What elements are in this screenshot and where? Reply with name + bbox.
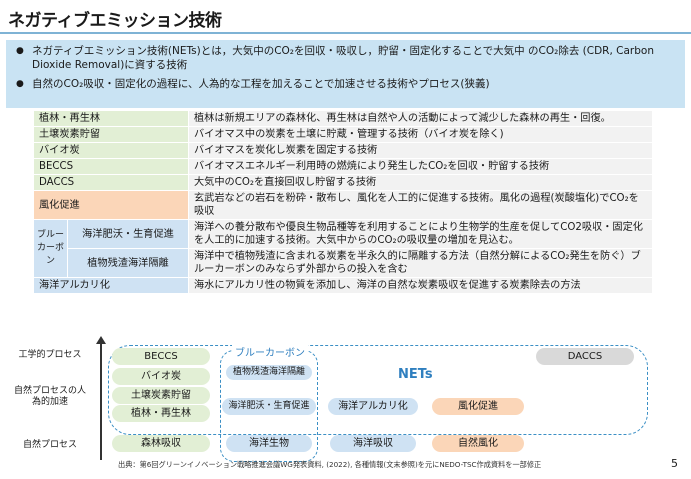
intro-bullet-narrow-sense: 自然のCO₂吸収・固定化の過程に、人為的な工程を加えることで加速させる技術やプロ… [16,77,677,91]
pill-biochar: バイオ炭 [112,368,210,385]
desc-cell: 海洋中で植物残渣に含まれる炭素を半永久的に隔離する方法（自然分解によるCO₂発生… [188,248,653,278]
pill-ocean-fertilization: 海洋肥沃・生育促進 [222,398,316,415]
pill-afforestation: 植林・再生林 [112,405,210,422]
nets-label: NETs [398,367,433,382]
title-divider [0,32,691,34]
table-row: ブルーカーボン 海洋肥沃・生育促進 海洋への養分散布や優良生物品種等を利用するこ… [33,219,653,278]
desc-cell: バイオマス中の炭素を土壌に貯蔵・管理する技術（バイオ炭を除く) [188,126,653,143]
table-row: 植林・再生林 植林は新規エリアの森林化、再生林は自然や人の活動によって減少した森… [33,110,653,127]
nets-definition-table: 植林・再生林 植林は新規エリアの森林化、再生林は自然や人の活動によって減少した森… [33,110,653,294]
term-cell: 植物残渣海洋隔離 [67,248,189,278]
term-cell: 海洋アルカリ化 [33,277,189,294]
source-citation: 出典：第6回グリーンイノベーション戦略推進会議WG発表資料, (2022), 各… [118,460,542,469]
pill-marine-life: 海洋生物 [226,435,312,452]
pill-enhanced-weathering: 風化促進 [432,398,524,415]
table-row: 風化促進 玄武岩などの岩石を粉砕・散布し、風化を人工的に促進する技術。風化の過程… [33,190,653,220]
table-row: 土壌炭素貯留 バイオマス中の炭素を土壌に貯蔵・管理する技術（バイオ炭を除く) [33,126,653,143]
pill-ocean-absorption: 海洋吸収 [330,435,416,452]
table-row: 植物残渣海洋隔離 海洋中で植物残渣に含まれる炭素を半永久的に隔離する方法（自然分… [34,248,653,278]
desc-cell: 大気中のCO₂を直接回収し貯留する技術 [188,174,653,191]
pill-ocean-alkalinization: 海洋アルカリ化 [328,398,418,415]
desc-cell: 植林は新規エリアの森林化、再生林は自然や人の活動によって減少した森林の再生・回復… [188,110,653,127]
level-label-accelerated: 自然プロセスの人為的加速 [13,386,86,407]
desc-cell: バイオマスを炭化し炭素を固定する技術 [188,142,653,159]
process-axis-arrow [96,336,106,460]
level-label-engineering: 工学的プロセス [18,350,82,360]
term-cell: DACCS [33,174,189,191]
term-cell: 土壌炭素貯留 [33,126,189,143]
desc-cell: 海洋への養分散布や優良生物品種等を利用することにより生物学的生産を促してCO2吸… [188,219,653,249]
term-cell: 植林・再生林 [33,110,189,127]
term-cell: BECCS [33,158,189,175]
desc-cell: バイオマスエネルギー利用時の燃焼により発生したCO₂を回収・貯留する技術 [188,158,653,175]
pill-forest-absorption: 森林吸収 [112,435,210,452]
table-row: 海洋アルカリ化 海水にアルカリ性の物質を添加し、海洋の自然な炭素吸収を促進する炭… [33,277,653,294]
pill-daccs: DACCS [536,348,634,365]
level-label-natural: 自然プロセス [22,440,77,450]
table-row: バイオ炭 バイオマスを炭化し炭素を固定する技術 [33,142,653,159]
pill-beccs: BECCS [112,348,210,365]
table-row: DACCS 大気中のCO₂を直接回収し貯留する技術 [33,174,653,191]
blue-carbon-group-label: ブルーカーボン [33,219,68,278]
table-row: BECCS バイオマスエネルギー利用時の燃焼により発生したCO₂を回収・貯留する… [33,158,653,175]
nets-boundary [108,345,648,435]
term-cell: 風化促進 [33,190,189,220]
term-cell: 海洋肥沃・生育促進 [67,219,189,249]
desc-cell: 海水にアルカリ性の物質を添加し、海洋の自然な炭素吸収を促進する炭素除去の方法 [188,277,653,294]
intro-bullet-definition: ネガティブエミッション技術(NETs)とは，大気中のCO₂を回収・吸収し，貯留・… [16,44,677,72]
page-title: ネガティブエミッション技術 [8,11,222,31]
pill-natural-weathering: 自然風化 [432,435,524,452]
blue-carbon-title: ブルーカーボン [232,344,308,359]
term-cell: バイオ炭 [33,142,189,159]
pill-soil-carbon: 土壌炭素貯留 [112,387,210,404]
page-number: 5 [671,457,678,470]
pill-plant-residue-sequestration: 植物残渣海洋隔離 [226,365,312,380]
intro-box: ネガティブエミッション技術(NETs)とは，大気中のCO₂を回収・吸収し，貯留・… [6,40,685,108]
desc-cell: 玄武岩などの岩石を粉砕・散布し、風化を人工的に促進する技術。風化の過程(炭酸塩化… [188,190,653,220]
